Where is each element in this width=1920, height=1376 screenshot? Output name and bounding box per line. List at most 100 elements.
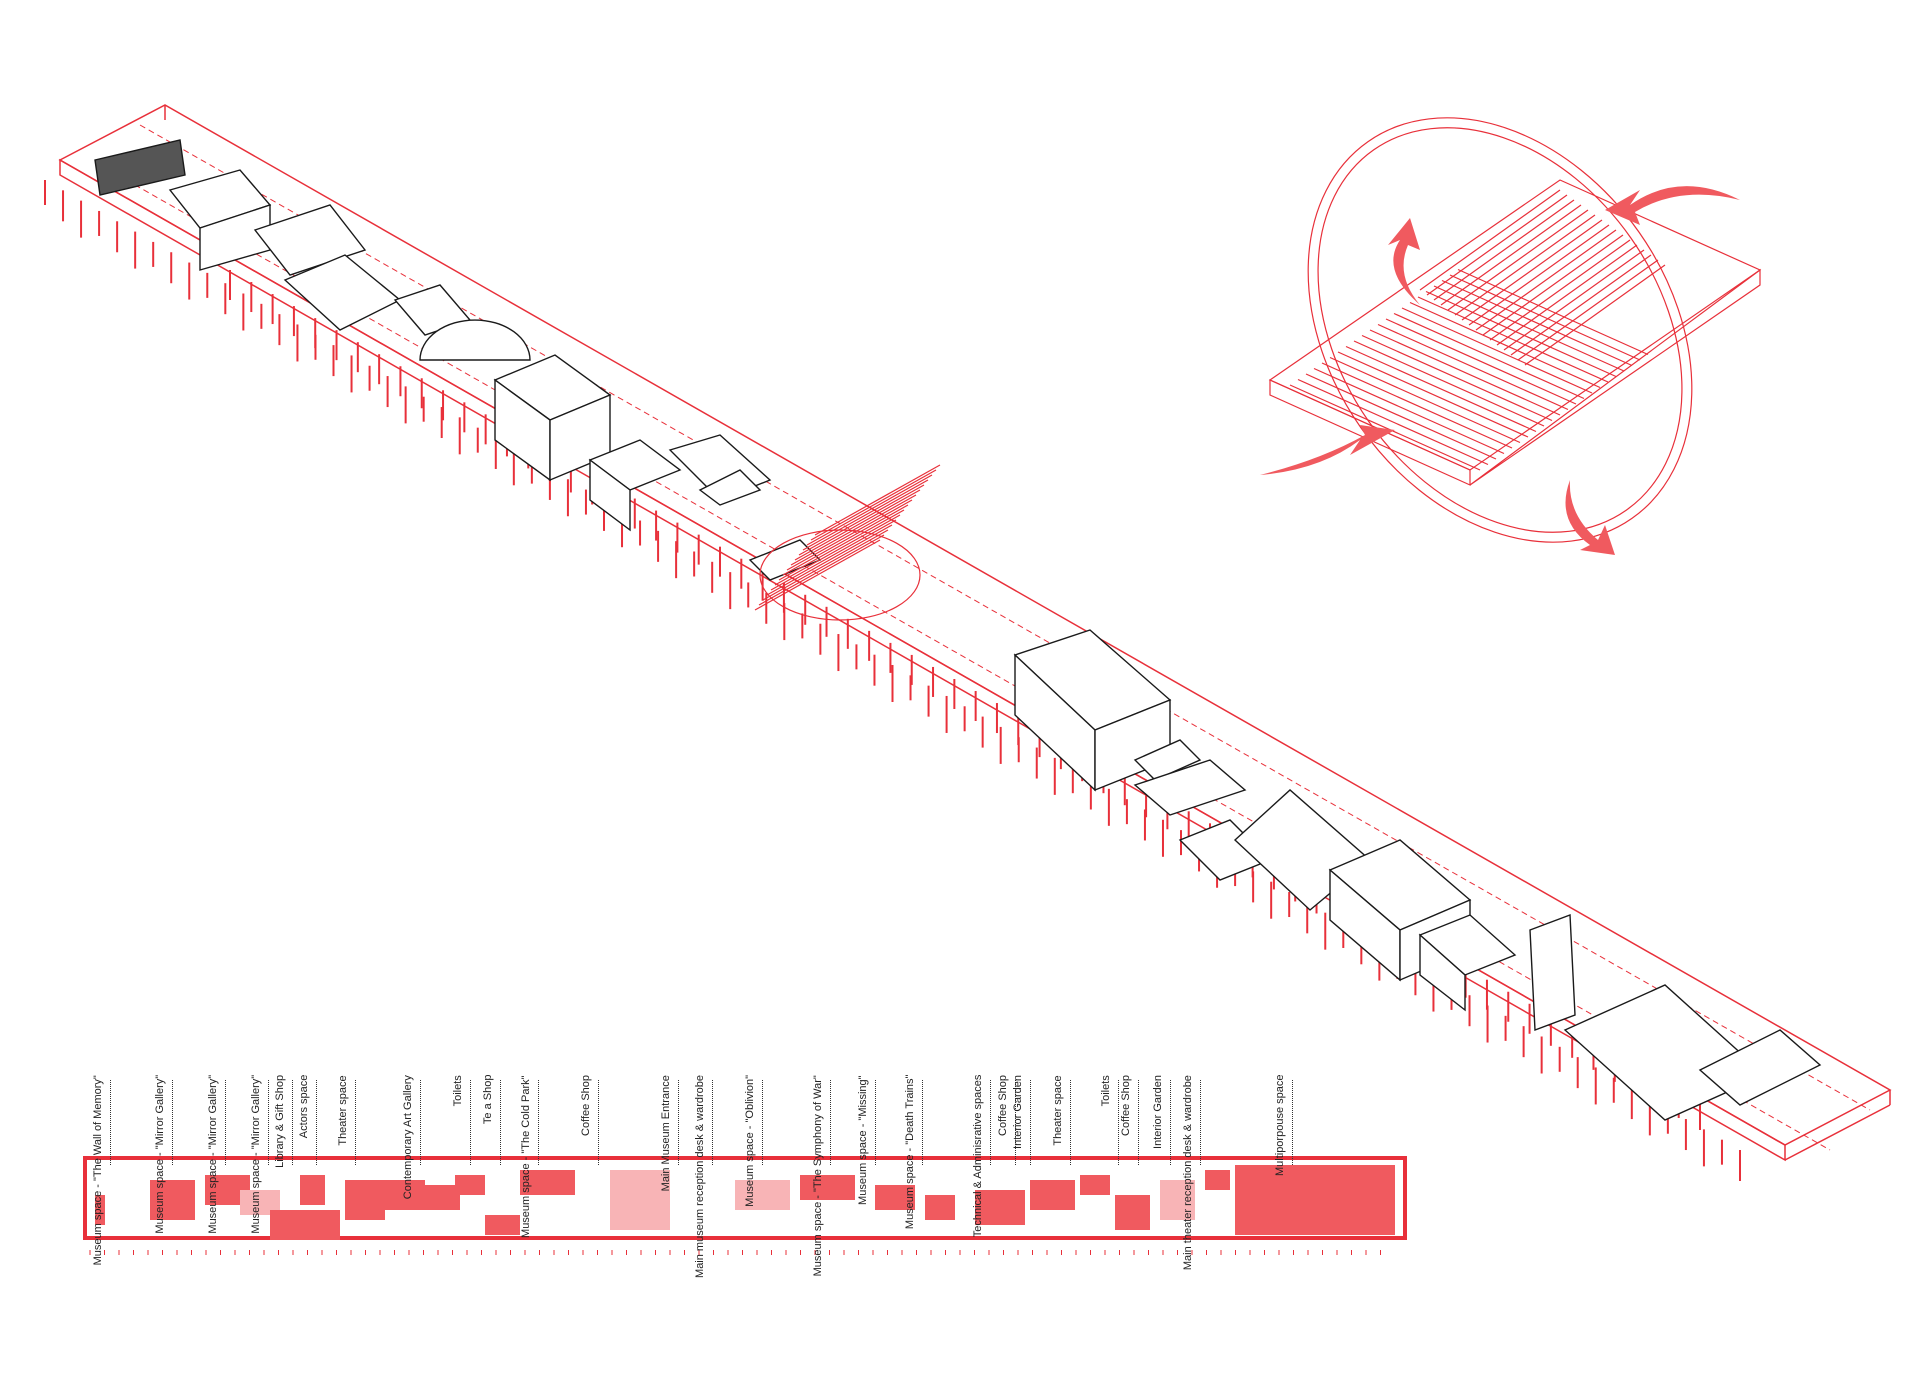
stair-line: [762, 529, 889, 601]
plan-block: [300, 1175, 325, 1205]
space-label: Museum space - "The Symphony of War": [812, 1075, 824, 1277]
space-label: Contemporary Art Gallery: [402, 1075, 414, 1200]
stair-loop: [759, 529, 921, 621]
stair-line: [1489, 239, 1631, 341]
space-label: Toilets: [1100, 1075, 1112, 1107]
label-leader-line: [1200, 1080, 1201, 1165]
label-leader-line: [1070, 1080, 1071, 1165]
space-label: Actors space: [298, 1075, 310, 1139]
stair-line: [1401, 307, 1593, 394]
plan-block: [150, 1180, 195, 1220]
stair-line: [1457, 268, 1649, 356]
label-leader-line: [1030, 1080, 1031, 1165]
stair-line: [1377, 323, 1569, 411]
arrow-bottom-right: [1565, 480, 1615, 555]
stair-line: [1496, 244, 1638, 346]
label-leader-line: [830, 1080, 831, 1165]
stair-line: [758, 534, 885, 606]
label-leader-line: [225, 1080, 226, 1165]
stair-line: [794, 489, 921, 561]
flow-arrows: [1260, 186, 1740, 555]
label-leader-line: [268, 1080, 269, 1165]
space-label: Te a Shop: [482, 1075, 494, 1125]
label-leader-line: [292, 1080, 293, 1165]
space-label: Interior Garden: [1152, 1075, 1164, 1149]
stair-line: [814, 464, 941, 536]
stair-line: [1468, 224, 1610, 326]
building-volumes: [94, 139, 1822, 1121]
stair-line: [1510, 254, 1652, 356]
stair-line: [1297, 378, 1489, 466]
stair-line: [1369, 329, 1561, 416]
stair-line: [786, 499, 913, 571]
label-leader-line: [1170, 1080, 1171, 1165]
stair-line: [1305, 373, 1497, 460]
stair-line: [1440, 204, 1582, 306]
space-label: Library & Gift Shop: [274, 1075, 286, 1168]
stair-line: [1433, 199, 1575, 301]
arrow-top-right: [1605, 186, 1740, 225]
stair-line: [1337, 351, 1529, 438]
stair-line: [1517, 259, 1659, 361]
label-leader-line: [538, 1080, 539, 1165]
space-label: Coffee Shop: [1120, 1075, 1132, 1136]
space-label: Museum space - "Death Trains": [904, 1075, 916, 1230]
arrow-bottom-left: [1260, 425, 1395, 475]
stair-line: [1425, 290, 1617, 378]
label-leader-line: [598, 1080, 599, 1165]
column-fence: [44, 180, 1741, 1181]
plan-block: [345, 1180, 385, 1220]
stair-line: [806, 474, 933, 546]
space-label: Museum space - "Mirror Gallery": [250, 1075, 262, 1234]
space-label: Museum space - "Mirror Gallery": [154, 1075, 166, 1234]
stair-line: [1524, 264, 1666, 366]
stair-line: [1447, 209, 1589, 311]
plan-block: [520, 1170, 575, 1195]
stair-line: [810, 469, 937, 541]
stair-line: [1461, 219, 1603, 321]
space-label: Museum space - "Mirror Gallery": [207, 1075, 219, 1234]
stair-line: [1417, 296, 1609, 383]
stair-line: [1313, 367, 1505, 455]
strip-staircase: [754, 464, 941, 621]
stair-line: [1321, 362, 1513, 449]
label-leader-line: [420, 1080, 421, 1165]
stair-line: [782, 504, 909, 576]
plan-block: [875, 1185, 915, 1210]
stair-line: [1482, 234, 1624, 336]
label-leader-line: [1292, 1080, 1293, 1165]
label-leader-line: [500, 1080, 501, 1165]
plan-block: [95, 1195, 105, 1225]
stair-line: [1289, 384, 1481, 471]
plan-block: [1160, 1180, 1195, 1220]
plan-block: [270, 1210, 340, 1240]
plan-block: [735, 1180, 790, 1210]
plan-block: [610, 1170, 670, 1230]
space-label: Main Museum Entrance: [660, 1075, 672, 1192]
label-leader-line: [712, 1080, 713, 1165]
wall-of-memory-block: [94, 139, 186, 196]
label-leader-line: [678, 1080, 679, 1165]
space-label: Main theater reception desk & wardrobe: [1182, 1075, 1194, 1271]
stair-line: [802, 479, 929, 551]
plan-block: [1080, 1175, 1110, 1195]
stair-line: [774, 514, 901, 586]
plan-block: [1115, 1195, 1150, 1230]
label-leader-line: [875, 1080, 876, 1165]
stair-line: [778, 509, 905, 581]
stair-line: [754, 539, 881, 611]
stair-line: [1433, 285, 1625, 372]
plan-block: [925, 1195, 955, 1220]
stair-line: [1345, 345, 1537, 433]
label-leader-line: [1118, 1080, 1119, 1165]
space-label: Museum space - "Missing": [857, 1075, 869, 1205]
label-leader-line: [1015, 1080, 1016, 1165]
space-label: Main museum reception desk & wardrobe: [694, 1075, 706, 1278]
stair-line: [1475, 229, 1617, 331]
label-leader-line: [316, 1080, 317, 1165]
plan-block: [1235, 1165, 1395, 1235]
stair-line: [766, 524, 893, 596]
stair-line: [1441, 279, 1633, 367]
space-label: Theater space: [337, 1075, 349, 1146]
